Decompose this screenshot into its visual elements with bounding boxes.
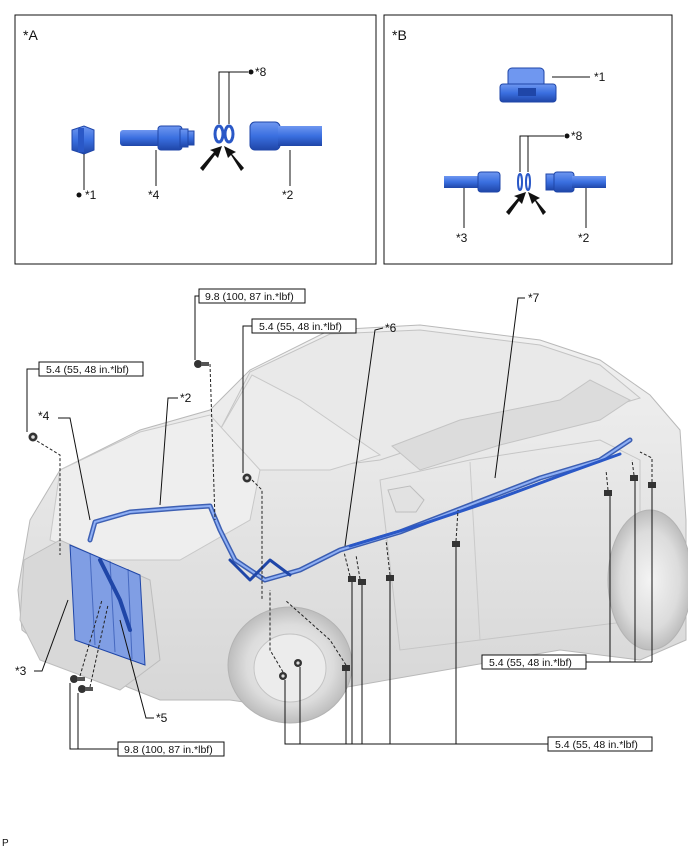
vehicle-illustration <box>17 324 688 724</box>
torque-spec-center: 5.4 (55, 48 in.*lbf) <box>251 318 357 334</box>
panel-b: *B *1 *3 * <box>383 14 673 265</box>
callout-6: *6 <box>385 321 397 335</box>
nut-icon <box>28 432 38 442</box>
torque-label-top: 9.8 (100, 87 in.*lbf) <box>205 291 294 303</box>
panel-b-label-2: *2 <box>578 231 590 245</box>
nut-icon <box>294 659 302 667</box>
o-ring-icon <box>517 173 531 191</box>
nut-icon <box>242 473 252 483</box>
panel-a-part-2-pipe <box>249 121 322 151</box>
dot-marker-icon <box>564 133 570 139</box>
panel-a-part-1-connector <box>71 125 95 155</box>
rear-wheel <box>607 509 688 651</box>
nut-icon <box>279 672 287 680</box>
torque-spec-bottom-right: 5.4 (55, 48 in.*lbf) <box>547 736 653 752</box>
torque-label-center: 5.4 (55, 48 in.*lbf) <box>259 321 342 333</box>
bolt-icon <box>342 475 656 671</box>
torque-label-bottom-left: 9.8 (100, 87 in.*lbf) <box>124 744 213 756</box>
panel-b-label-1: *1 <box>594 70 606 84</box>
panel-a-label-2: *2 <box>282 188 294 202</box>
bolt-icon <box>78 685 93 693</box>
bolt-icon <box>70 675 85 683</box>
dot-marker-icon <box>248 69 254 75</box>
arrow-icon <box>200 146 244 171</box>
panel-b-part-1-block <box>499 67 557 103</box>
panel-b-part-2-pipe <box>545 171 606 193</box>
panel-a: *A *1 *4 <box>14 14 377 265</box>
ac-tubes <box>87 437 633 632</box>
callout-2: *2 <box>180 391 192 405</box>
torque-label-bottom-right: 5.4 (55, 48 in.*lbf) <box>555 739 638 751</box>
callout-4: *4 <box>38 409 50 423</box>
callout-5: *5 <box>156 711 168 725</box>
torque-spec-top: 9.8 (100, 87 in.*lbf) <box>198 288 306 304</box>
torque-label-left: 5.4 (55, 48 in.*lbf) <box>46 364 129 376</box>
torque-spec-bottom-left: 9.8 (100, 87 in.*lbf) <box>117 741 225 757</box>
callout-7: *7 <box>528 291 540 305</box>
panel-a-label-8: *8 <box>255 65 267 79</box>
panel-a-title: *A <box>23 27 38 43</box>
figure-code: P <box>2 838 9 849</box>
condenser-part-3 <box>69 544 146 666</box>
panel-b-part-3-pipe <box>444 171 501 193</box>
dot-marker-icon <box>76 192 82 198</box>
panel-b-label-3: *3 <box>456 231 468 245</box>
panel-a-part-4-pipe <box>120 125 195 151</box>
panel-b-title: *B <box>392 27 407 43</box>
callout-3: *3 <box>15 664 27 678</box>
panel-a-label-1: *1 <box>85 188 97 202</box>
front-wheel <box>227 606 353 724</box>
torque-spec-right: 5.4 (55, 48 in.*lbf) <box>481 654 587 670</box>
bolt-icon <box>194 360 209 368</box>
arrow-icon <box>506 192 546 215</box>
o-ring-icon <box>213 124 235 144</box>
torque-spec-left: 5.4 (55, 48 in.*lbf) <box>38 361 144 377</box>
panel-a-label-4: *4 <box>148 188 160 202</box>
torque-label-right: 5.4 (55, 48 in.*lbf) <box>489 657 572 669</box>
panel-b-label-8: *8 <box>571 129 583 143</box>
